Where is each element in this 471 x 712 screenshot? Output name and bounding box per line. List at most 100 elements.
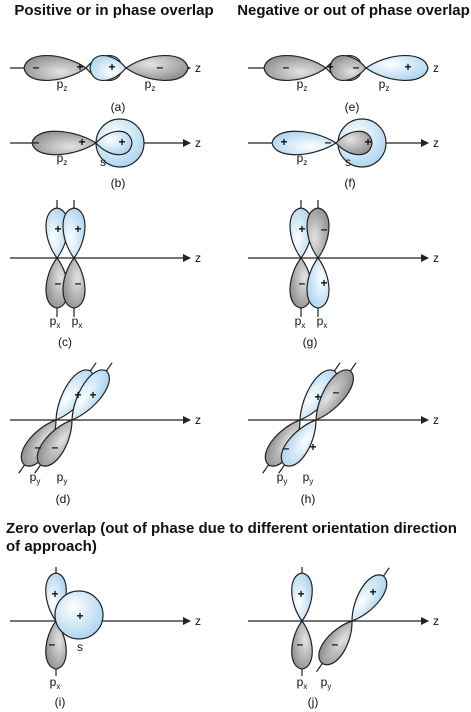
panel-a-sign-2: + bbox=[76, 60, 83, 74]
caption-f: (f) bbox=[344, 176, 355, 190]
panel-c-label-px-1-sub: x bbox=[56, 321, 60, 330]
panel-h-sign-2: – bbox=[333, 385, 340, 399]
panel-a-label-pz-1: pz bbox=[57, 77, 68, 93]
panel-h-lobe-1-up-stem bbox=[333, 362, 341, 372]
panel-d-label-py-2: py bbox=[57, 470, 68, 486]
panel-b-sign-2: + bbox=[78, 135, 85, 149]
panel-e-label-pz-1-sub: z bbox=[303, 84, 307, 93]
panel-e-axis-label: z bbox=[433, 61, 439, 75]
panel-d-sign-2: + bbox=[89, 388, 96, 402]
panel-f-label-s-main: s bbox=[345, 155, 351, 169]
panel-e-lobe-1 bbox=[263, 54, 328, 82]
panel-i-axis-label: z bbox=[195, 614, 201, 628]
panel-e-label-pz-1: pz bbox=[297, 77, 308, 93]
panel-g-axis-label: z bbox=[433, 251, 439, 265]
panel-b-label-s-main: s bbox=[100, 155, 106, 169]
panel-g-sign-2: – bbox=[321, 222, 328, 236]
panel-i-s-orbital bbox=[54, 590, 104, 640]
panel-i-label-s-main: s bbox=[77, 640, 83, 654]
panel-h-sign-3: – bbox=[283, 441, 290, 455]
panel-e-sign-2: + bbox=[326, 60, 333, 74]
heading-positive-text: Positive or in phase overlap bbox=[14, 2, 214, 19]
panel-c-sign-1: + bbox=[54, 222, 61, 236]
panel-f-lobe-neg bbox=[335, 130, 373, 156]
panel-f-sign-2: – bbox=[325, 135, 332, 149]
panel-c-label-px-2: px bbox=[72, 314, 83, 330]
panel-f-label-s: s bbox=[345, 155, 351, 169]
caption-d: (d) bbox=[56, 492, 71, 506]
panel-h-label-py-2-main: p bbox=[303, 470, 310, 484]
panel-d-label-py-2-main: p bbox=[57, 470, 64, 484]
panel-a-lobe-right-pos bbox=[89, 54, 127, 82]
panel-a-label-pz-1-sub: z bbox=[63, 84, 67, 93]
panel-g-label-px-1: px bbox=[295, 314, 306, 330]
panel-a-label-pz-2-main: p bbox=[145, 77, 152, 91]
heading-zero-overlap: Zero overlap (out of phase due to differ… bbox=[6, 520, 471, 556]
panel-g-label-px-2-sub: x bbox=[323, 321, 327, 330]
panel-e-label-pz-2-main: p bbox=[379, 77, 386, 91]
panel-c-label-px-1-main: p bbox=[50, 314, 57, 328]
panel-c-label-px-1: px bbox=[50, 314, 61, 330]
panel-d-label-py-1-main: p bbox=[30, 470, 37, 484]
panel-e-label-pz-1-main: p bbox=[297, 77, 304, 91]
panel-d-lobe-2-up-stem bbox=[105, 362, 113, 372]
panel-j-label-py-sub: y bbox=[327, 682, 331, 691]
heading-negative-overlap: Negative or out of phase overlap bbox=[236, 2, 471, 20]
caption-e: (e) bbox=[345, 100, 360, 114]
panel-j-py-lobe-up-stem bbox=[383, 567, 390, 577]
panel-g-label-px-1-main: p bbox=[295, 314, 302, 328]
heading-negative-text: Negative or out of phase overlap bbox=[237, 2, 470, 19]
panel-a-label-pz-2-sub: z bbox=[151, 84, 155, 93]
panel-b-axis-label: z bbox=[195, 136, 201, 150]
panel-h-sign-4: + bbox=[309, 440, 316, 454]
panel-g-sign-4: + bbox=[320, 276, 327, 290]
panel-a-lobe-left-neg bbox=[23, 54, 88, 82]
panel-b-lobe-pos bbox=[95, 130, 133, 156]
panel-h-axis-label: z bbox=[433, 413, 439, 427]
panel-d-label-py-1: py bbox=[30, 470, 41, 486]
panel-d-label-py-1-sub: y bbox=[36, 477, 40, 486]
panel-i-label-px-sub: x bbox=[56, 682, 60, 691]
panel-i-sign-3: – bbox=[49, 637, 56, 651]
panel-i-label-px: px bbox=[50, 675, 61, 691]
panel-i-label-px-main: p bbox=[50, 675, 57, 689]
panel-a-sign-1: – bbox=[33, 60, 40, 74]
panel-i-sign-1: + bbox=[51, 587, 58, 601]
panel-d-lobe-1-down-stem bbox=[18, 464, 25, 474]
panel-j-py-lobe-up bbox=[351, 574, 388, 622]
panel-d-sign-3: – bbox=[35, 440, 42, 454]
panel-j-label-py: py bbox=[321, 675, 332, 691]
panel-h-label-py-2: py bbox=[303, 470, 314, 486]
panel-b-lobe-neg bbox=[31, 130, 98, 156]
panel-h-sign-1: + bbox=[314, 390, 321, 404]
panel-j-sign-1: + bbox=[297, 587, 304, 601]
panel-b-label-s: s bbox=[100, 155, 106, 169]
caption-b: (b) bbox=[111, 176, 126, 190]
panel-g-sign-3: – bbox=[299, 276, 306, 290]
panel-j-py-lobe-down-stem bbox=[315, 663, 323, 673]
panel-f-label-pz-sub: z bbox=[303, 158, 307, 167]
caption-j: (j) bbox=[308, 695, 319, 709]
panel-c-sign-4: – bbox=[75, 276, 82, 290]
caption-h: (h) bbox=[301, 492, 316, 506]
panel-d-lobe-1-up-stem bbox=[89, 362, 97, 372]
panel-c-sign-2: + bbox=[74, 222, 81, 236]
panel-h-lobe-2-down-stem bbox=[278, 464, 285, 474]
panel-h-lobe-2-up-stem bbox=[349, 362, 357, 372]
panel-d-sign-4: – bbox=[52, 440, 59, 454]
panel-e-label-pz-2: pz bbox=[379, 77, 390, 93]
panel-f-axis-label: z bbox=[433, 136, 439, 150]
panel-j-label-py-main: p bbox=[321, 675, 328, 689]
panel-g-label-px-2: px bbox=[317, 314, 328, 330]
panel-g-sign-1: + bbox=[298, 222, 305, 236]
panel-f-sign-1: + bbox=[280, 135, 287, 149]
panel-e-sign-1: – bbox=[283, 60, 290, 74]
caption-g: (g) bbox=[303, 335, 318, 349]
caption-i: (i) bbox=[55, 695, 66, 709]
panel-c-label-px-2-sub: x bbox=[78, 321, 82, 330]
panel-j-label-px-sub: x bbox=[303, 682, 307, 691]
panel-a-axis-label: z bbox=[195, 61, 201, 75]
panel-d-sign-1: + bbox=[74, 388, 81, 402]
panel-c-axis-label: z bbox=[195, 251, 201, 265]
